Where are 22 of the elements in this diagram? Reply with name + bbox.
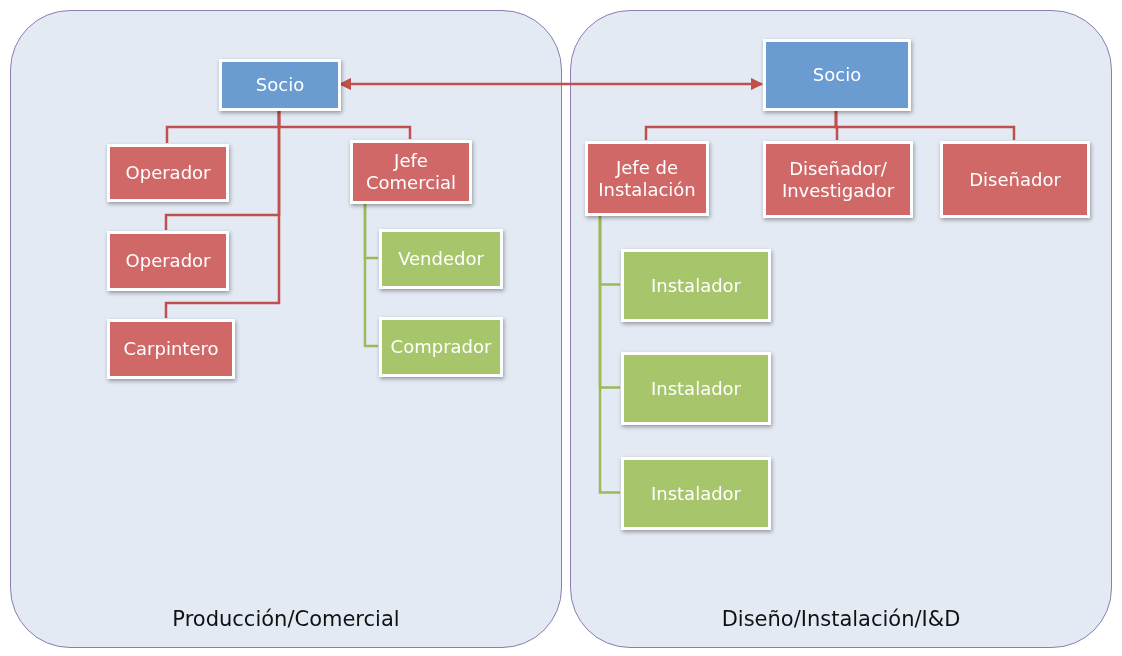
org-box: Jefe de Instalación: [585, 141, 709, 216]
group-panel: [10, 10, 562, 648]
org-box: Jefe Comercial: [350, 140, 472, 204]
org-box: Diseñador/ Investigador: [763, 141, 913, 218]
org-box: Instalador: [621, 352, 771, 425]
org-box: Operador: [107, 144, 229, 202]
connector-line: [363, 203, 378, 348]
org-box: Comprador: [379, 317, 503, 377]
org-box: Socio: [219, 59, 341, 111]
connector-line: [834, 110, 1016, 140]
org-box: Vendedor: [379, 229, 503, 289]
connector-line: [598, 215, 620, 494]
group-panel: [570, 10, 1112, 648]
org-box: Diseñador: [940, 141, 1090, 218]
org-box: Instalador: [621, 249, 771, 322]
org-box: Operador: [107, 231, 229, 291]
org-box: Carpintero: [107, 319, 235, 379]
group-label: Producción/Comercial: [171, 607, 401, 631]
org-box: Instalador: [621, 457, 771, 530]
connector-line: [164, 110, 281, 318]
group-label: Diseño/Instalación/I&D: [720, 607, 962, 631]
org-box: Socio: [763, 39, 911, 111]
